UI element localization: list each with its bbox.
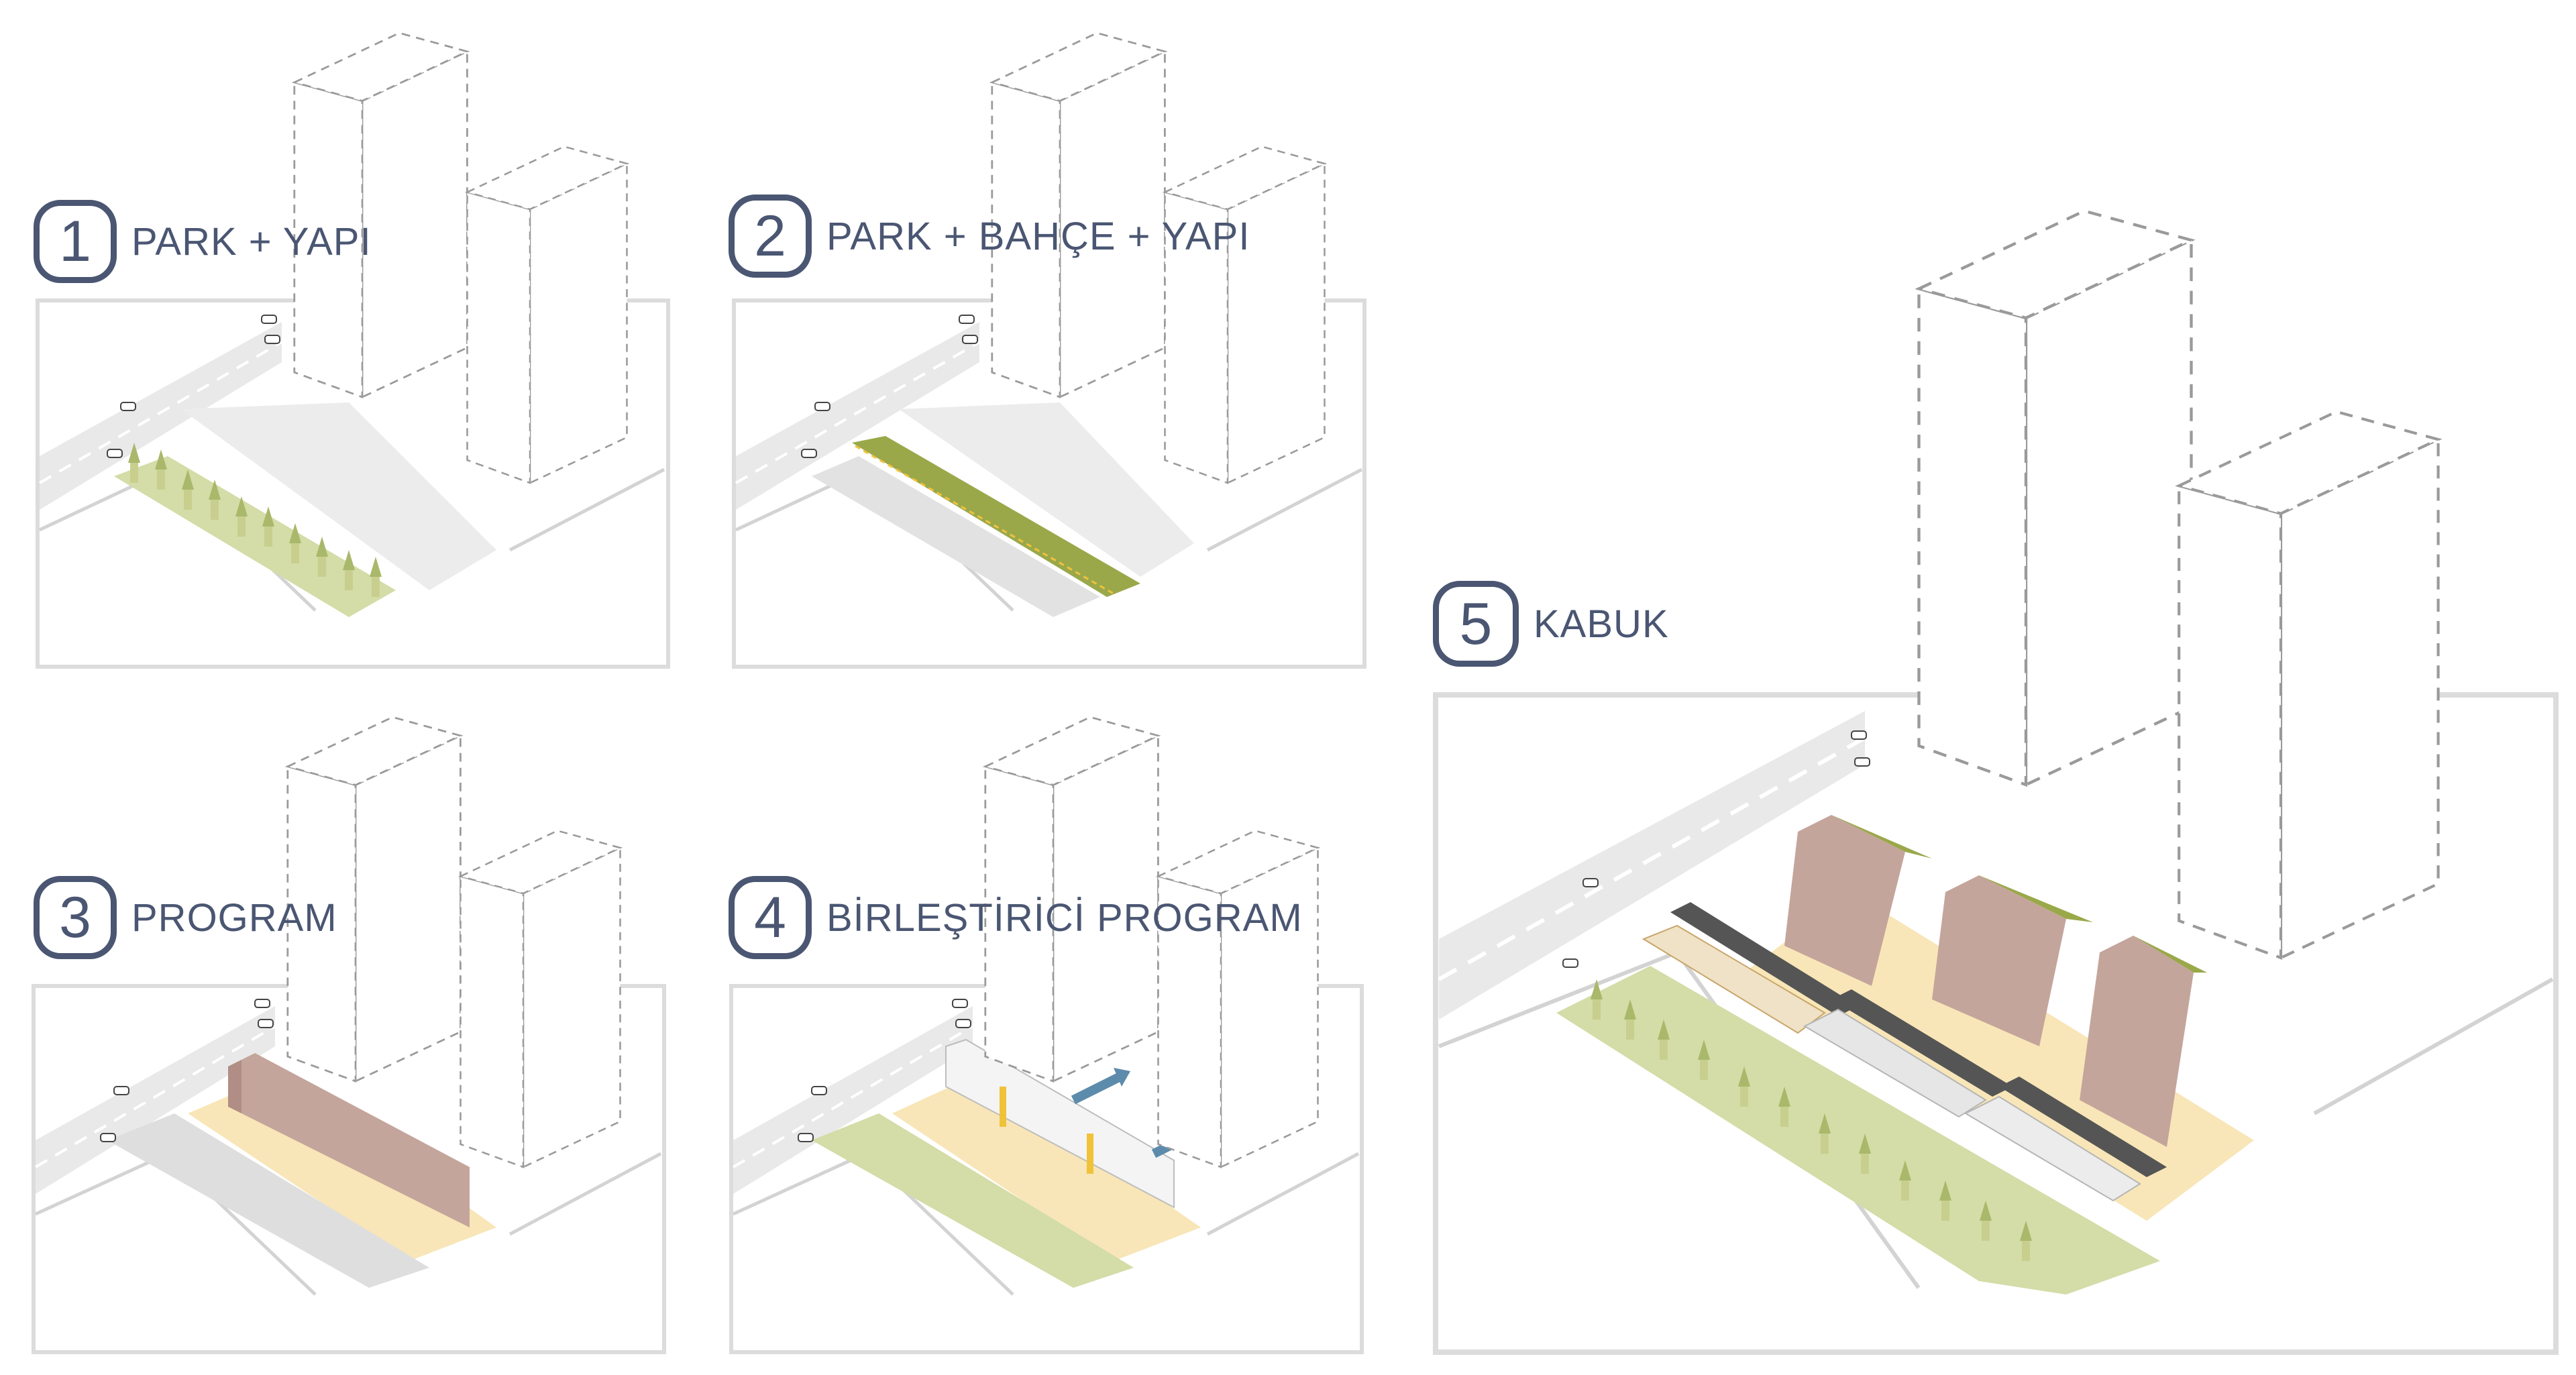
- step-3-title: PROGRAM: [131, 895, 337, 940]
- step-5-title: KABUK: [1534, 602, 1669, 646]
- panel-1-park-yapi: [36, 32, 670, 669]
- step-2-title: PARK + BAHÇE + YAPI: [826, 214, 1250, 258]
- step-4-title: BİRLEŞTİRİCİ PROGRAM: [826, 895, 1303, 940]
- step-5-heading: 5 KABUK: [1433, 581, 1669, 667]
- step-3-badge: 3: [34, 876, 117, 959]
- step-2-badge: 2: [729, 195, 812, 278]
- panel-4-birlestirici-program: [729, 716, 1364, 1354]
- step-2-heading: 2 PARK + BAHÇE + YAPI: [729, 195, 1250, 278]
- step-1-badge: 1: [34, 200, 117, 283]
- step-1-heading: 1 PARK + YAPI: [34, 200, 372, 283]
- panel-2-park-bahce-yapi: [732, 32, 1366, 669]
- step-4-badge: 4: [729, 876, 812, 959]
- panel-3-program: [32, 716, 666, 1354]
- step-5-badge: 5: [1433, 581, 1519, 667]
- panel-5-kabuk: [1433, 211, 2559, 1355]
- step-3-heading: 3 PROGRAM: [34, 876, 337, 959]
- step-1-title: PARK + YAPI: [131, 219, 372, 264]
- step-4-heading: 4 BİRLEŞTİRİCİ PROGRAM: [729, 876, 1303, 959]
